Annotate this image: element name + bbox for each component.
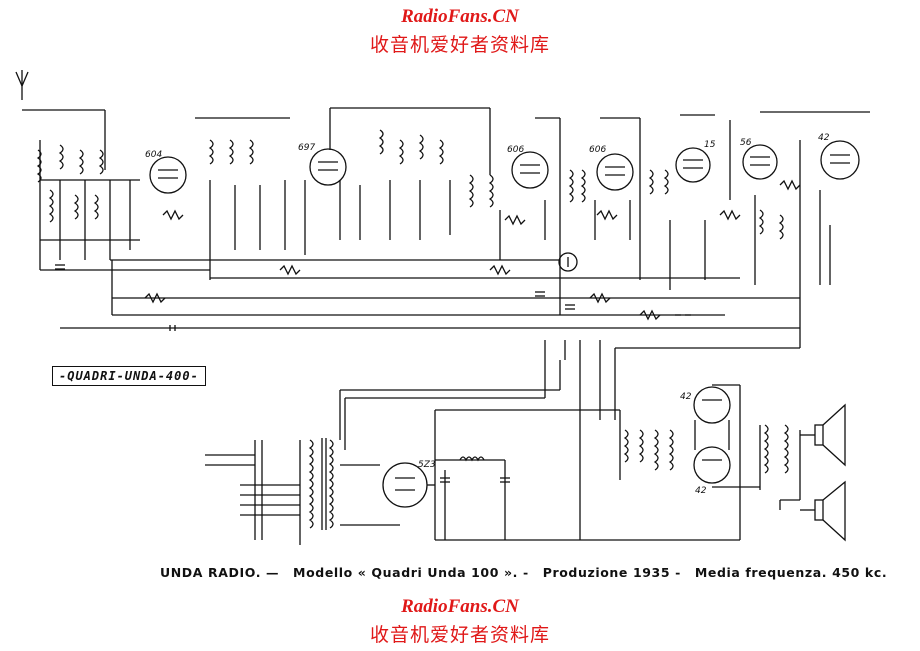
tube-label-42-lower: 42	[695, 486, 707, 496]
caption-frequency: Media frequenza. 450 kc.	[694, 565, 888, 580]
caption-brand: UNDA RADIO. —	[160, 565, 280, 580]
tube-label-56: 56	[740, 138, 752, 148]
caption-production: Produzione 1935 -	[542, 565, 681, 580]
watermark-site-bottom: RadioFans.CN	[401, 596, 519, 617]
tube-606a	[511, 151, 549, 189]
tube-label-604: 604	[145, 150, 163, 160]
watermark-subtitle-bottom: 收音机爱好者资料库	[369, 624, 550, 646]
schematic-caption: UNDA RADIO. — Modello « Quadri Unda 100 …	[160, 565, 896, 580]
speaker-icon	[800, 403, 846, 542]
caption-model: Modello « Quadri Unda 100 ». -	[293, 565, 529, 580]
meter-icon	[558, 252, 578, 272]
tube-42-lower-out	[693, 446, 731, 484]
tube-42-top	[820, 140, 860, 180]
tube-42-upper-out	[693, 386, 731, 424]
watermark-site-top: RadioFans.CN	[401, 6, 519, 27]
tube-606b	[596, 153, 634, 191]
tube-697	[309, 148, 347, 186]
watermark-subtitle-top: 收音机爱好者资料库	[369, 34, 550, 56]
tube-label-606b: 606	[589, 145, 607, 155]
tube-label-15: 15	[704, 140, 716, 150]
tube-15	[675, 147, 711, 183]
tube-label-697: 697	[298, 143, 316, 153]
antenna-icon	[15, 70, 29, 100]
model-badge: -QUADRI-UNDA-400-	[52, 366, 206, 386]
tube-label-42-top: 42	[818, 133, 830, 143]
tube-604	[149, 156, 187, 194]
tube-label-606a: 606	[507, 145, 525, 155]
schematic-diagram	[15, 70, 870, 545]
tube-label-5z3: 5Z3	[418, 460, 436, 470]
tube-label-42-upper: 42	[680, 392, 692, 402]
tube-56	[742, 144, 778, 180]
